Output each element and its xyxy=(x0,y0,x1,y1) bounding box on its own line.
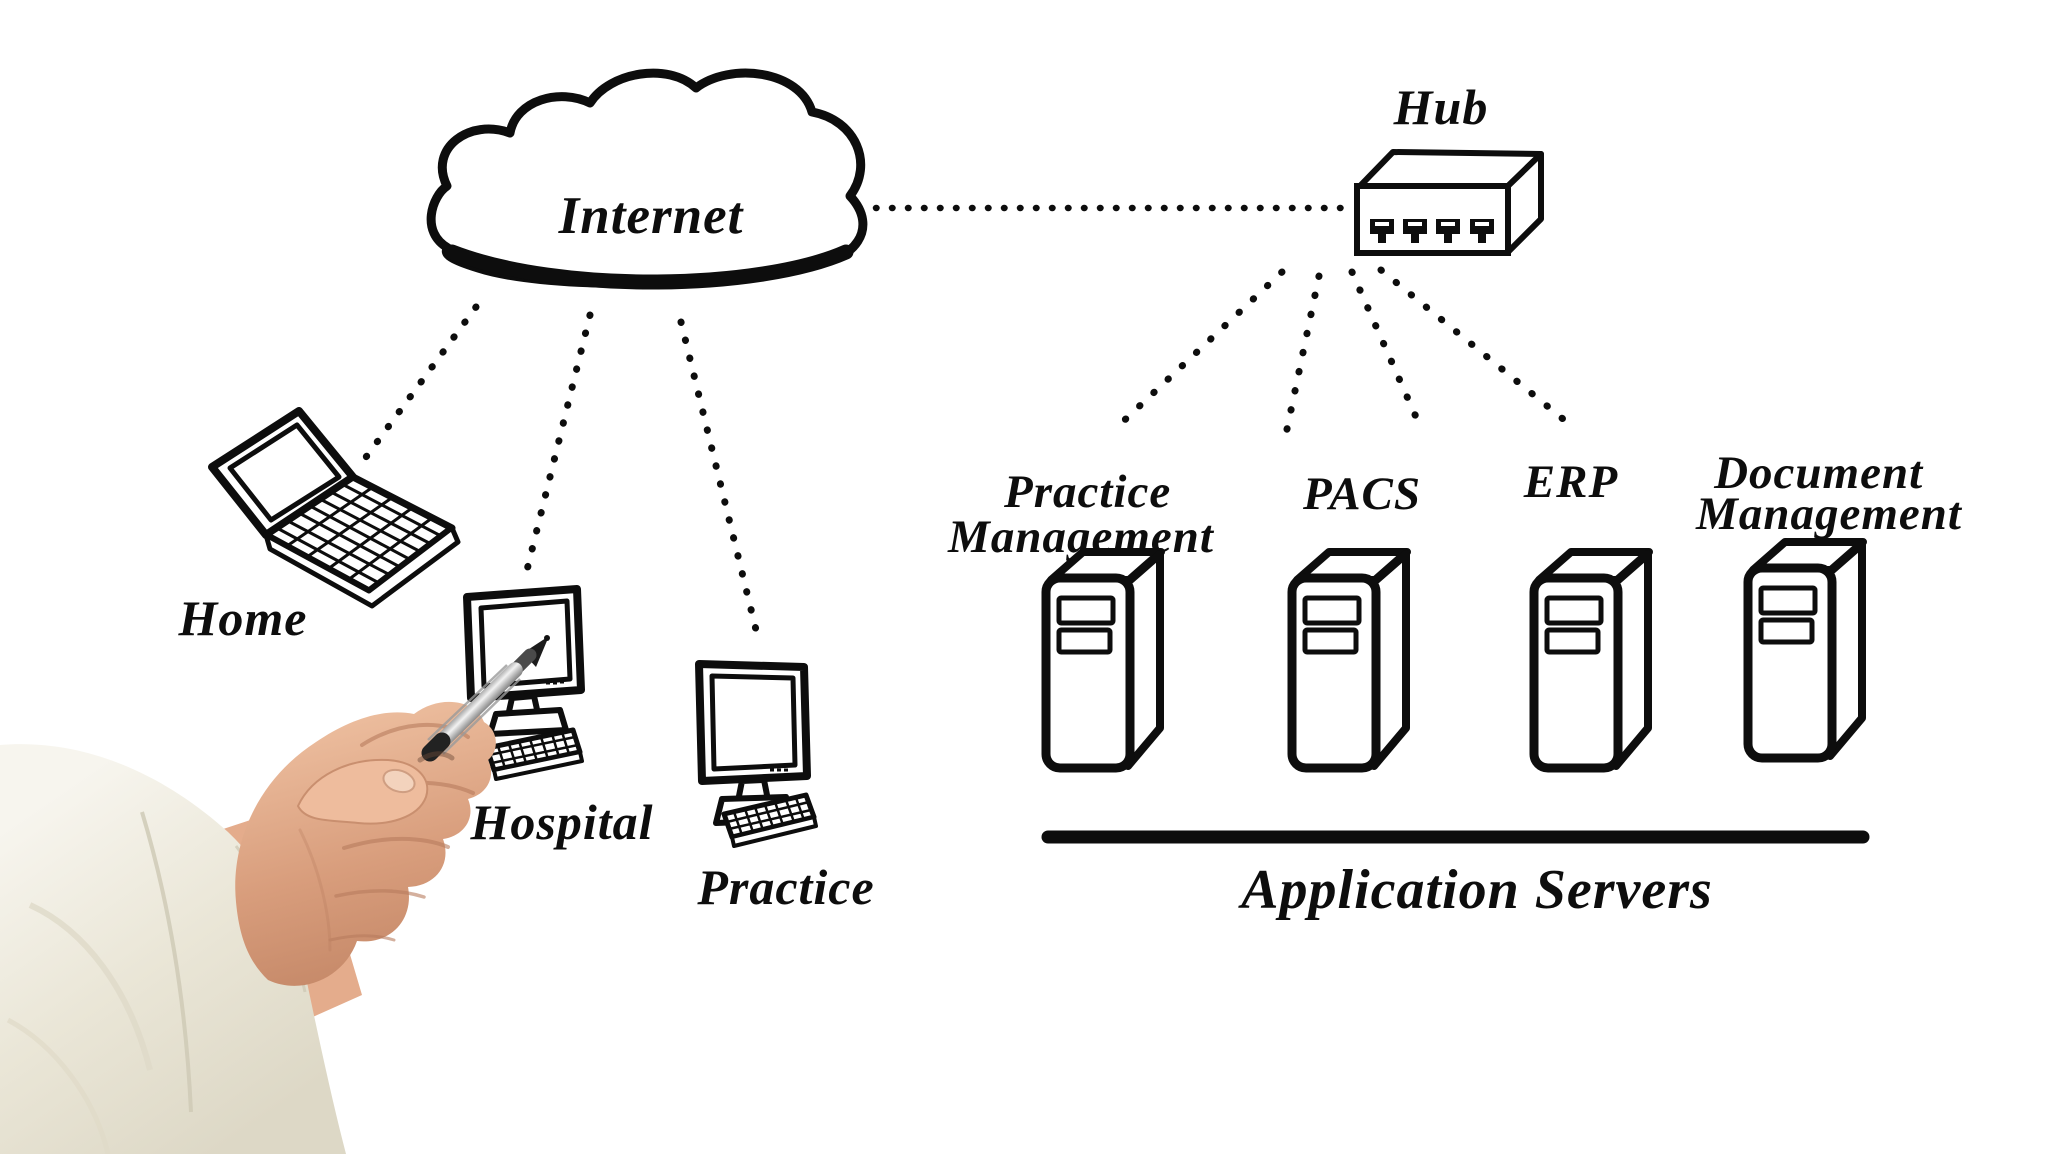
erp-label: ERP xyxy=(1523,456,1619,508)
internet-node: Internet xyxy=(426,68,868,290)
pacs-label: PACS xyxy=(1302,468,1421,520)
practice-management-label: Practice Management xyxy=(947,466,1215,563)
keyboard-front-edge xyxy=(730,815,818,848)
home-label: Home xyxy=(178,590,308,646)
cloud-bottom-stroke xyxy=(444,244,854,290)
pen-tip-nub xyxy=(544,635,550,641)
hand-with-pen xyxy=(0,635,550,1154)
keyboard-grid xyxy=(726,797,812,836)
hub-label: Hub xyxy=(1393,79,1489,135)
laptop-screen xyxy=(227,422,342,523)
pen-barrel xyxy=(428,662,523,755)
label-line: PACS xyxy=(1302,468,1421,520)
monitor-base xyxy=(487,707,569,737)
label-line: Document xyxy=(1713,447,1924,499)
home-node: Home xyxy=(178,407,461,646)
connection-lines xyxy=(354,204,1578,638)
crease xyxy=(334,889,426,899)
connection-hub-practice-management xyxy=(1110,268,1286,434)
internet-label: Internet xyxy=(558,187,745,245)
label-line: Practice xyxy=(1003,466,1171,518)
cloud-icon xyxy=(426,68,868,288)
pen-grip xyxy=(421,732,451,762)
fabric-fold xyxy=(28,902,153,1071)
connection-internet-home xyxy=(354,303,480,472)
crease xyxy=(328,934,396,942)
pen-barrel-edge xyxy=(427,664,508,741)
laptop-icon xyxy=(208,407,461,609)
laptop-front-edge xyxy=(263,525,461,609)
keyboard-front-edge xyxy=(492,750,584,781)
connection-internet-hospital xyxy=(523,311,594,574)
connection-internet-practice xyxy=(677,318,761,638)
connection-hub-document-management xyxy=(1377,266,1578,432)
document-management-label: Document Management xyxy=(1695,447,1963,540)
monitor-screen xyxy=(709,673,798,772)
keyboard-grid xyxy=(488,731,579,769)
laptop-keyboard-grid xyxy=(276,482,442,585)
monitor-screen xyxy=(478,598,573,689)
crease xyxy=(342,836,450,850)
fabric-fold xyxy=(6,1017,111,1154)
connection-hub-pacs xyxy=(1282,272,1323,438)
application-servers-group: Practice Management PACS ERP Document Ma… xyxy=(947,447,1963,921)
practice-node: Practice xyxy=(695,660,874,915)
server-icon-erp xyxy=(1534,552,1649,768)
hub-node: Hub xyxy=(1354,79,1544,256)
practice-label: Practice xyxy=(696,859,874,915)
thumb xyxy=(296,751,455,825)
hospital-computer-icon xyxy=(463,585,585,781)
pen-icon xyxy=(421,635,550,762)
thumb-nail xyxy=(382,768,416,794)
hub-icon xyxy=(1354,149,1544,256)
server-icon-pacs xyxy=(1292,552,1407,768)
cuff-seam xyxy=(140,811,193,1113)
practice-computer-icon xyxy=(695,660,818,848)
monitor-buttons xyxy=(546,680,564,685)
pen-barrel-edge xyxy=(442,678,521,755)
hospital-label: Hospital xyxy=(469,794,653,850)
application-servers-label: Application Servers xyxy=(1238,859,1713,921)
crease xyxy=(298,828,332,952)
thumb-shadow xyxy=(417,751,455,763)
server-icon-practice-management xyxy=(1046,552,1161,768)
label-line: Management xyxy=(1695,488,1963,540)
server-icon-document-management xyxy=(1748,542,1863,758)
label-line: ERP xyxy=(1523,456,1619,508)
connection-hub-erp xyxy=(1348,268,1424,430)
hospital-node: Hospital xyxy=(463,585,653,850)
